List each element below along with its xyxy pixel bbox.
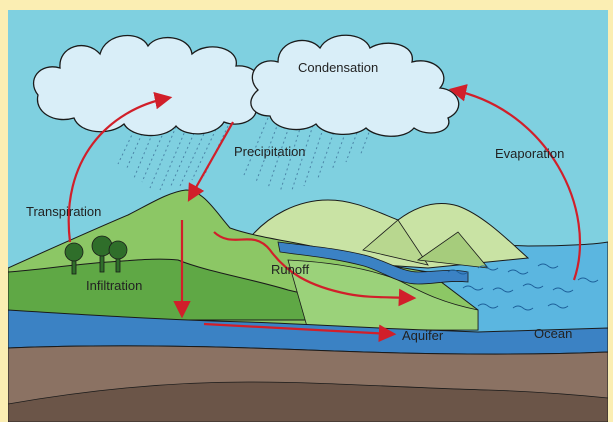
trees (64, 235, 128, 275)
label-evaporation: Evaporation (495, 146, 564, 161)
flow-arrows (67, 84, 582, 343)
mountain-peak-1 (362, 219, 429, 266)
precipitation-arrow (187, 121, 234, 202)
label-transpiration: Transpiration (26, 204, 101, 219)
rock-layer (8, 381, 608, 422)
mountain-peak-2 (416, 231, 489, 269)
label-ocean: Ocean (534, 326, 572, 341)
water-cycle-diagram: Condensation Precipitation Evaporation T… (8, 10, 608, 422)
runoff-arrow (213, 231, 417, 307)
evaporation-arrow (448, 84, 582, 281)
transpiration-arrow (67, 91, 173, 243)
aquifer-arrow (203, 322, 397, 343)
label-aquifer: Aquifer (402, 328, 444, 343)
label-runoff: Runoff (271, 262, 309, 277)
label-precipitation: Precipitation (234, 144, 306, 159)
label-condensation: Condensation (298, 60, 378, 75)
river (277, 241, 469, 285)
waves (447, 263, 599, 311)
label-infiltration: Infiltration (86, 278, 142, 293)
